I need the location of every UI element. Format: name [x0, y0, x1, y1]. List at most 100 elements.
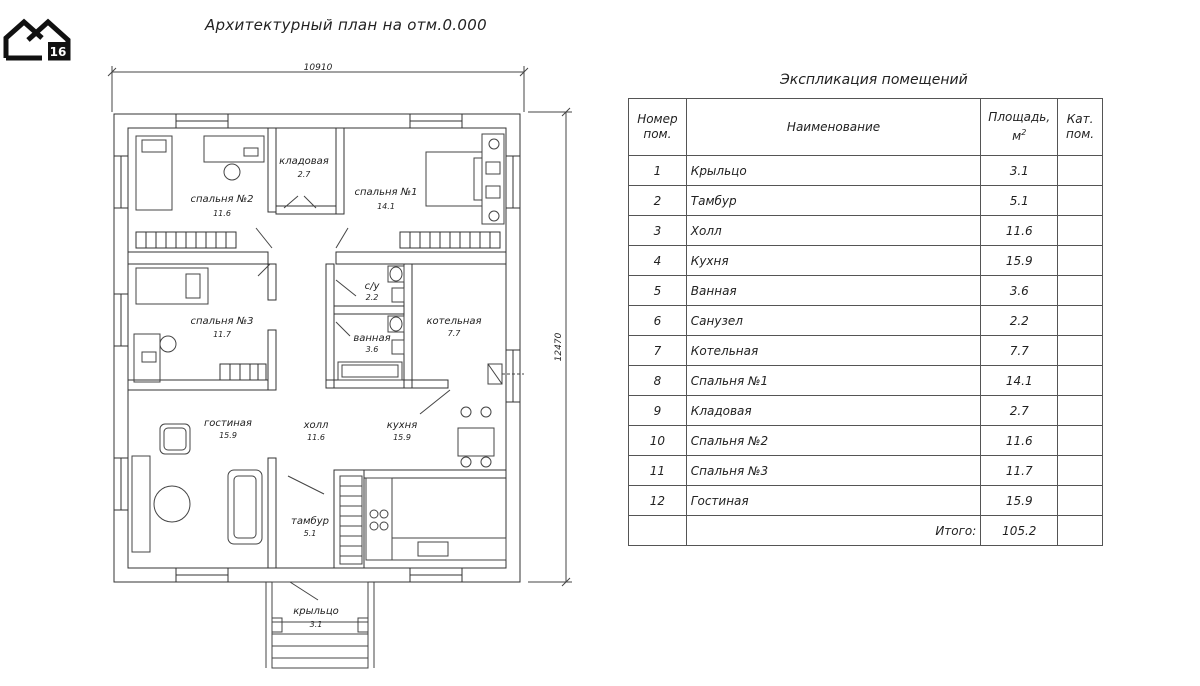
kitchen-furniture — [365, 406, 507, 561]
cell-name: Санузел — [685, 305, 982, 336]
doors — [255, 195, 451, 601]
room-living-area: 15.9 — [219, 431, 237, 440]
room-hall-area: 11.6 — [307, 433, 325, 442]
cell-cat — [1057, 395, 1103, 426]
cell-num: 10 — [628, 425, 687, 456]
header-area: Площадь, м2 — [980, 98, 1059, 156]
room-vestibule-area: 5.1 — [304, 529, 317, 538]
bedroom3-furniture — [133, 267, 209, 383]
header-name: Наименование — [685, 98, 982, 156]
room-bedroom3-area: 11.7 — [213, 330, 232, 339]
total-value: 105.2 — [980, 515, 1059, 546]
cell-cat — [1057, 365, 1103, 396]
cell-num: 11 — [628, 455, 687, 486]
header-cat: Кат. пом. — [1057, 98, 1103, 156]
cell-cat — [1057, 515, 1103, 546]
cell-name: Ванная — [685, 275, 982, 306]
dim-width: 10910 — [304, 63, 333, 73]
cell-name: Спальня №1 — [685, 365, 982, 396]
cell-cat — [1057, 275, 1103, 306]
room-kitchen-name: кухня — [387, 420, 417, 431]
cell-cat — [1057, 185, 1103, 216]
porch — [265, 581, 375, 669]
room-porch-name: крыльцо — [293, 606, 339, 617]
cell-num: 5 — [628, 275, 687, 306]
cell-area: 11.6 — [980, 215, 1059, 246]
cell-area: 3.1 — [980, 155, 1059, 186]
cell-name: Гостиная — [685, 485, 982, 516]
cell-name: Кладовая — [685, 395, 982, 426]
cell-name: Спальня №2 — [685, 425, 982, 456]
cell-name: Крыльцо — [685, 155, 982, 186]
cell-cat — [1057, 305, 1103, 336]
header-area-label: Площадь, м — [988, 110, 1051, 143]
cell-name: Тамбур — [685, 185, 982, 216]
interior-walls — [127, 127, 507, 569]
room-storage-area: 2.7 — [298, 170, 312, 179]
room-storage-name: кладовая — [279, 156, 329, 167]
explication-title: Экспликация помещений — [780, 72, 968, 88]
cell-num: 7 — [628, 335, 687, 366]
room-wc-area: 2.2 — [366, 293, 379, 302]
cell-area: 14.1 — [980, 365, 1059, 396]
cell-cat — [1057, 335, 1103, 366]
total-label: Итого: — [685, 515, 982, 546]
cell-area: 2.2 — [980, 305, 1059, 336]
living-furniture — [131, 423, 263, 553]
cell-num: 8 — [628, 365, 687, 396]
room-vestibule-name: тамбур — [291, 515, 329, 527]
house-logo-icon: 16 — [3, 18, 71, 61]
cell-area: 5.1 — [980, 185, 1059, 216]
room-bedroom2-area: 11.6 — [213, 209, 231, 218]
room-bedroom2-name: спальня №2 — [191, 194, 254, 205]
room-bedroom1-area: 14.1 — [377, 202, 395, 211]
windows — [113, 113, 521, 583]
explication-table: Номер пом. Наименование Площадь, м2 Кат.… — [628, 98, 1103, 546]
room-bathroom-area: 3.6 — [366, 345, 379, 354]
room-living-name: гостиная — [204, 418, 252, 429]
room-boiler-name: котельная — [426, 316, 481, 327]
bedroom1-furniture — [425, 133, 505, 225]
room-labels: спальня №2 11.6 кладовая 2.7 спальня №1 … — [191, 156, 482, 629]
cell-name: Спальня №3 — [685, 455, 982, 486]
room-boiler-area: 7.7 — [448, 329, 462, 338]
cell-num: 6 — [628, 305, 687, 336]
dimension-lines — [107, 66, 572, 587]
room-bedroom1-name: спальня №1 — [355, 187, 418, 198]
room-porch-area: 3.1 — [310, 620, 323, 629]
dim-height: 12470 — [554, 332, 564, 361]
cell-area: 2.7 — [980, 395, 1059, 426]
room-hall-name: холл — [303, 420, 329, 431]
room-kitchen-area: 15.9 — [393, 433, 411, 442]
cell-num: 9 — [628, 395, 687, 426]
room-bathroom-name: ванная — [353, 333, 390, 344]
cell-area: 7.7 — [980, 335, 1059, 366]
cell-area: 11.7 — [980, 455, 1059, 486]
cell-num: 3 — [628, 215, 687, 246]
cell-num: 12 — [628, 485, 687, 516]
cell-cat — [1057, 455, 1103, 486]
cell-num: 4 — [628, 245, 687, 276]
cell-cat — [1057, 155, 1103, 186]
cell-name: Холл — [685, 215, 982, 246]
cell-area: 15.9 — [980, 245, 1059, 276]
header-area-sup: 2 — [1021, 128, 1027, 137]
cell-name: Кухня — [685, 245, 982, 276]
cell-cat — [1057, 245, 1103, 276]
room-wc-name: с/у — [365, 281, 381, 292]
table-total-row: Итого: 105.2 — [628, 515, 1103, 546]
table-header-row: Номер пом. Наименование Площадь, м2 Кат.… — [628, 98, 1103, 156]
bath-fixtures — [337, 265, 405, 381]
cell-area: 11.6 — [980, 425, 1059, 456]
wardrobe — [339, 475, 363, 565]
boiler-equipment — [487, 363, 524, 385]
